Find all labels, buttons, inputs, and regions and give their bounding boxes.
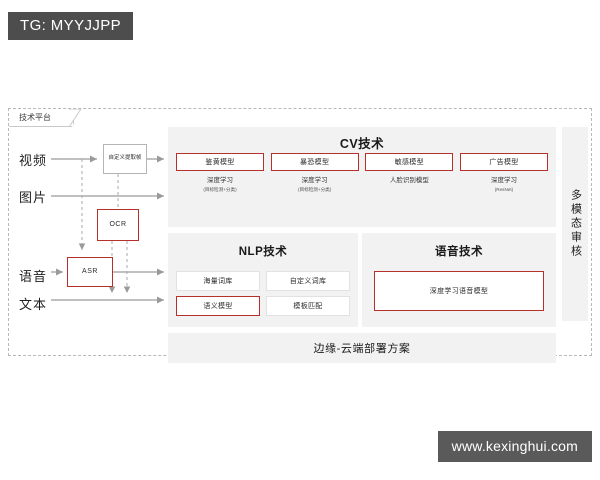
cv-caption-main: 深度学习 [301,177,328,184]
nlp-item-grid: 海量词库 自定义词库 语义模型 模板匹配 [176,271,350,316]
cv-panel-title: CV技术 [339,137,385,151]
cv-caption-main: 深度学习 [207,177,233,184]
cv-caption-sub: (目标检测+分类) [298,186,332,192]
nlp-item-box: 海量词库 [176,271,260,291]
input-label-video: 视频 [19,153,48,168]
tg-badge: TG: MYYJJPP [8,12,134,40]
input-label-image: 图片 [19,190,48,205]
input-label-text: 文本 [19,297,48,312]
speech-model-box: 深度学习语音模型 [374,271,544,311]
cv-model-cell: 鉴黄模型 深度学习 (目标检测+分类) [176,153,264,194]
nlp-item-box-highlighted: 语义模型 [176,296,260,316]
technology-platform-container: 技术平台 [8,108,592,363]
cv-model-cell: 敏感模型 人脸识别模型 [365,153,454,194]
cv-model-row: 鉴黄模型 深度学习 (目标检测+分类) 暴恐模型 深度学习 (目标检测+分类) … [176,153,548,194]
platform-tab-label: 技术平台 [19,113,51,122]
cv-model-box: 鉴黄模型 [176,153,264,171]
cv-model-caption: 人脸识别模型 [365,176,453,186]
deployment-panel: 边缘-云端部署方案 [168,333,556,363]
ocr-box: OCR [97,209,139,241]
tab-slant-decoration [69,109,83,127]
deployment-label: 边缘-云端部署方案 [313,343,411,355]
cv-caption-sub: (目标检测+分类) [203,186,237,192]
nlp-item-box: 模板匹配 [266,296,350,316]
speech-panel-title: 语音技术 [435,246,483,258]
cv-caption-main: 人脸识别模型 [389,177,429,184]
nlp-technology-panel: NLP技术 海量词库 自定义词库 语义模型 模板匹配 [168,233,358,327]
nlp-item-box: 自定义词库 [266,271,350,291]
input-label-audio: 语音 [19,269,48,284]
cv-model-box: 敏感模型 [365,153,454,171]
site-watermark: www.kexinghui.com [437,431,592,462]
platform-tab: 技术平台 [9,109,82,127]
cv-model-cell: 暴恐模型 深度学习 (目标检测+分类) [270,153,359,194]
multimodal-review-panel: 多模态审核 [562,127,588,321]
nlp-panel-title: NLP技术 [238,246,288,258]
cv-model-caption: 深度学习 (目标检测+分类) [176,176,264,194]
cv-caption-sub: (ResNet) [494,186,514,192]
asr-box: ASR [67,257,113,287]
speech-technology-panel: 语音技术 深度学习语音模型 [362,233,556,327]
cv-model-caption: 深度学习 (目标检测+分类) [271,176,359,194]
frame-extraction-box: 自定义提取帧 [103,144,147,174]
cv-model-box: 暴恐模型 [270,153,359,171]
cv-model-caption: 深度学习 (ResNet) [460,176,548,194]
cv-caption-main: 深度学习 [490,177,517,184]
cv-technology-panel: CV技术 鉴黄模型 深度学习 (目标检测+分类) 暴恐模型 深度学习 (目标检测… [168,127,556,227]
multimodal-review-label: 多模态审核 [569,189,582,259]
cv-model-cell: 广告模型 深度学习 (ResNet) [459,153,548,194]
cv-model-box: 广告模型 [459,153,548,171]
